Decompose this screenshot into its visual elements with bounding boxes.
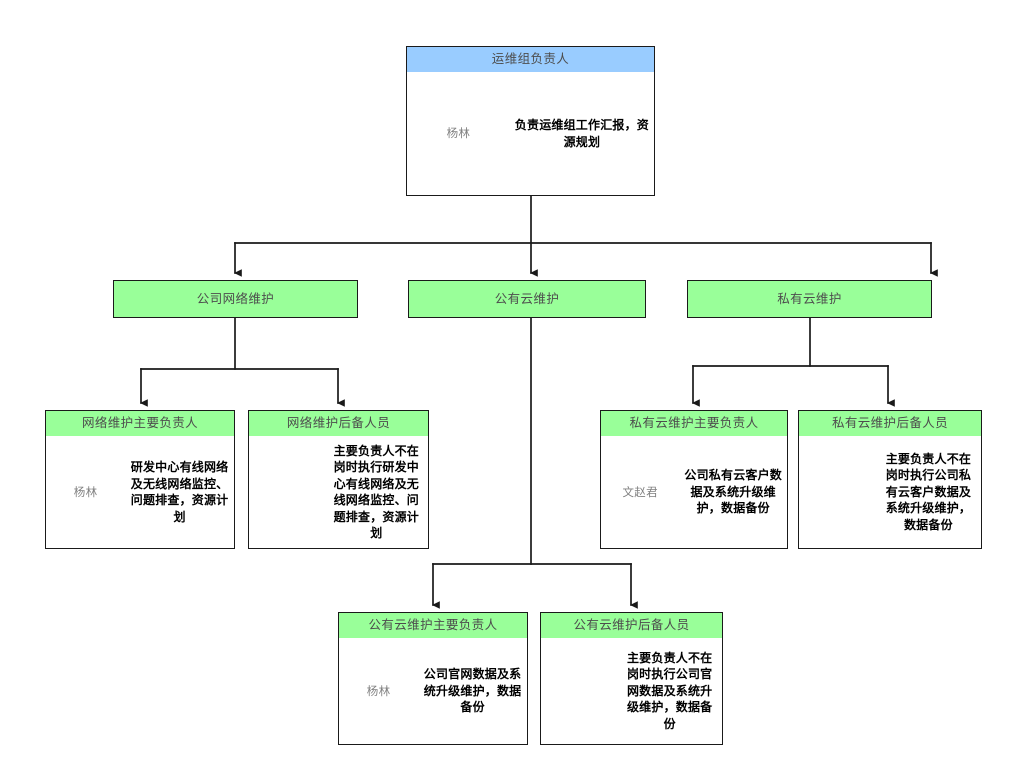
node-public-cloud-primary-body: 杨林 公司官网数据及系统升级维护，数据备份 — [339, 638, 527, 744]
node-root[interactable]: 运维组负责人 杨林 负责运维组工作汇报，资源规划 — [406, 46, 655, 196]
node-public-cloud-primary[interactable]: 公有云维护主要负责人 杨林 公司官网数据及系统升级维护，数据备份 — [338, 612, 528, 745]
node-private-cloud-primary-duty: 公司私有云客户数据及系统升级维护，数据备份 — [684, 468, 782, 516]
node-network-primary-body: 杨林 研发中心有线网络及无线网络监控、问题排查，资源计划 — [46, 436, 234, 548]
node-private-cloud-backup-title: 私有云维护后备人员 — [799, 411, 981, 437]
node-root-person: 杨林 — [446, 126, 471, 141]
node-private-cloud-primary-title: 私有云维护主要负责人 — [601, 411, 787, 437]
node-private-cloud-backup-duty: 主要负责人不在岗时执行公司私有云客户数据及系统升级维护，数据备份 — [885, 451, 972, 532]
node-public-cloud-backup-duty: 主要负责人不在岗时执行公司官网数据及系统升级维护，数据备份 — [626, 650, 713, 731]
node-network-primary[interactable]: 网络维护主要负责人 杨林 研发中心有线网络及无线网络监控、问题排查，资源计划 — [45, 410, 235, 549]
node-branch-network[interactable]: 公司网络维护 — [113, 280, 358, 318]
node-network-primary-title: 网络维护主要负责人 — [46, 411, 234, 437]
node-branch-private-cloud[interactable]: 私有云维护 — [687, 280, 932, 318]
node-root-duty: 负责运维组工作汇报，资源规划 — [514, 118, 649, 149]
node-network-backup[interactable]: 网络维护后备人员 主要负责人不在岗时执行研发中心有线网络及无线网络监控、问题排查… — [248, 410, 429, 549]
node-network-backup-title: 网络维护后备人员 — [249, 411, 428, 437]
node-public-cloud-primary-person: 杨林 — [366, 683, 391, 698]
node-public-cloud-backup-body: 主要负责人不在岗时执行公司官网数据及系统升级维护，数据备份 — [541, 638, 722, 744]
node-public-cloud-primary-title: 公有云维护主要负责人 — [339, 613, 527, 639]
node-branch-private-cloud-title: 私有云维护 — [688, 281, 931, 317]
node-public-cloud-backup-title: 公有云维护后备人员 — [541, 613, 722, 639]
node-private-cloud-backup-body: 主要负责人不在岗时执行公司私有云客户数据及系统升级维护，数据备份 — [799, 436, 981, 548]
node-private-cloud-primary-body: 文赵君 公司私有云客户数据及系统升级维护，数据备份 — [601, 436, 787, 548]
node-private-cloud-primary-person: 文赵君 — [622, 484, 658, 499]
node-network-primary-person: 杨林 — [73, 484, 98, 499]
node-private-cloud-backup[interactable]: 私有云维护后备人员 主要负责人不在岗时执行公司私有云客户数据及系统升级维护，数据… — [798, 410, 982, 549]
node-branch-public-cloud-title: 公有云维护 — [409, 281, 645, 317]
node-network-primary-duty: 研发中心有线网络及无线网络监控、问题排查，资源计划 — [130, 460, 229, 524]
node-network-backup-duty: 主要负责人不在岗时执行研发中心有线网络及无线网络监控、问题排查，资源计划 — [333, 443, 419, 541]
node-branch-public-cloud[interactable]: 公有云维护 — [408, 280, 646, 318]
node-root-title: 运维组负责人 — [407, 47, 654, 73]
node-private-cloud-primary[interactable]: 私有云维护主要负责人 文赵君 公司私有云客户数据及系统升级维护，数据备份 — [600, 410, 788, 549]
node-public-cloud-primary-duty: 公司官网数据及系统升级维护，数据备份 — [423, 667, 522, 715]
node-root-body: 杨林 负责运维组工作汇报，资源规划 — [407, 72, 654, 195]
node-branch-network-title: 公司网络维护 — [114, 281, 357, 317]
node-network-backup-body: 主要负责人不在岗时执行研发中心有线网络及无线网络监控、问题排查，资源计划 — [249, 436, 428, 548]
node-public-cloud-backup[interactable]: 公有云维护后备人员 主要负责人不在岗时执行公司官网数据及系统升级维护，数据备份 — [540, 612, 723, 745]
